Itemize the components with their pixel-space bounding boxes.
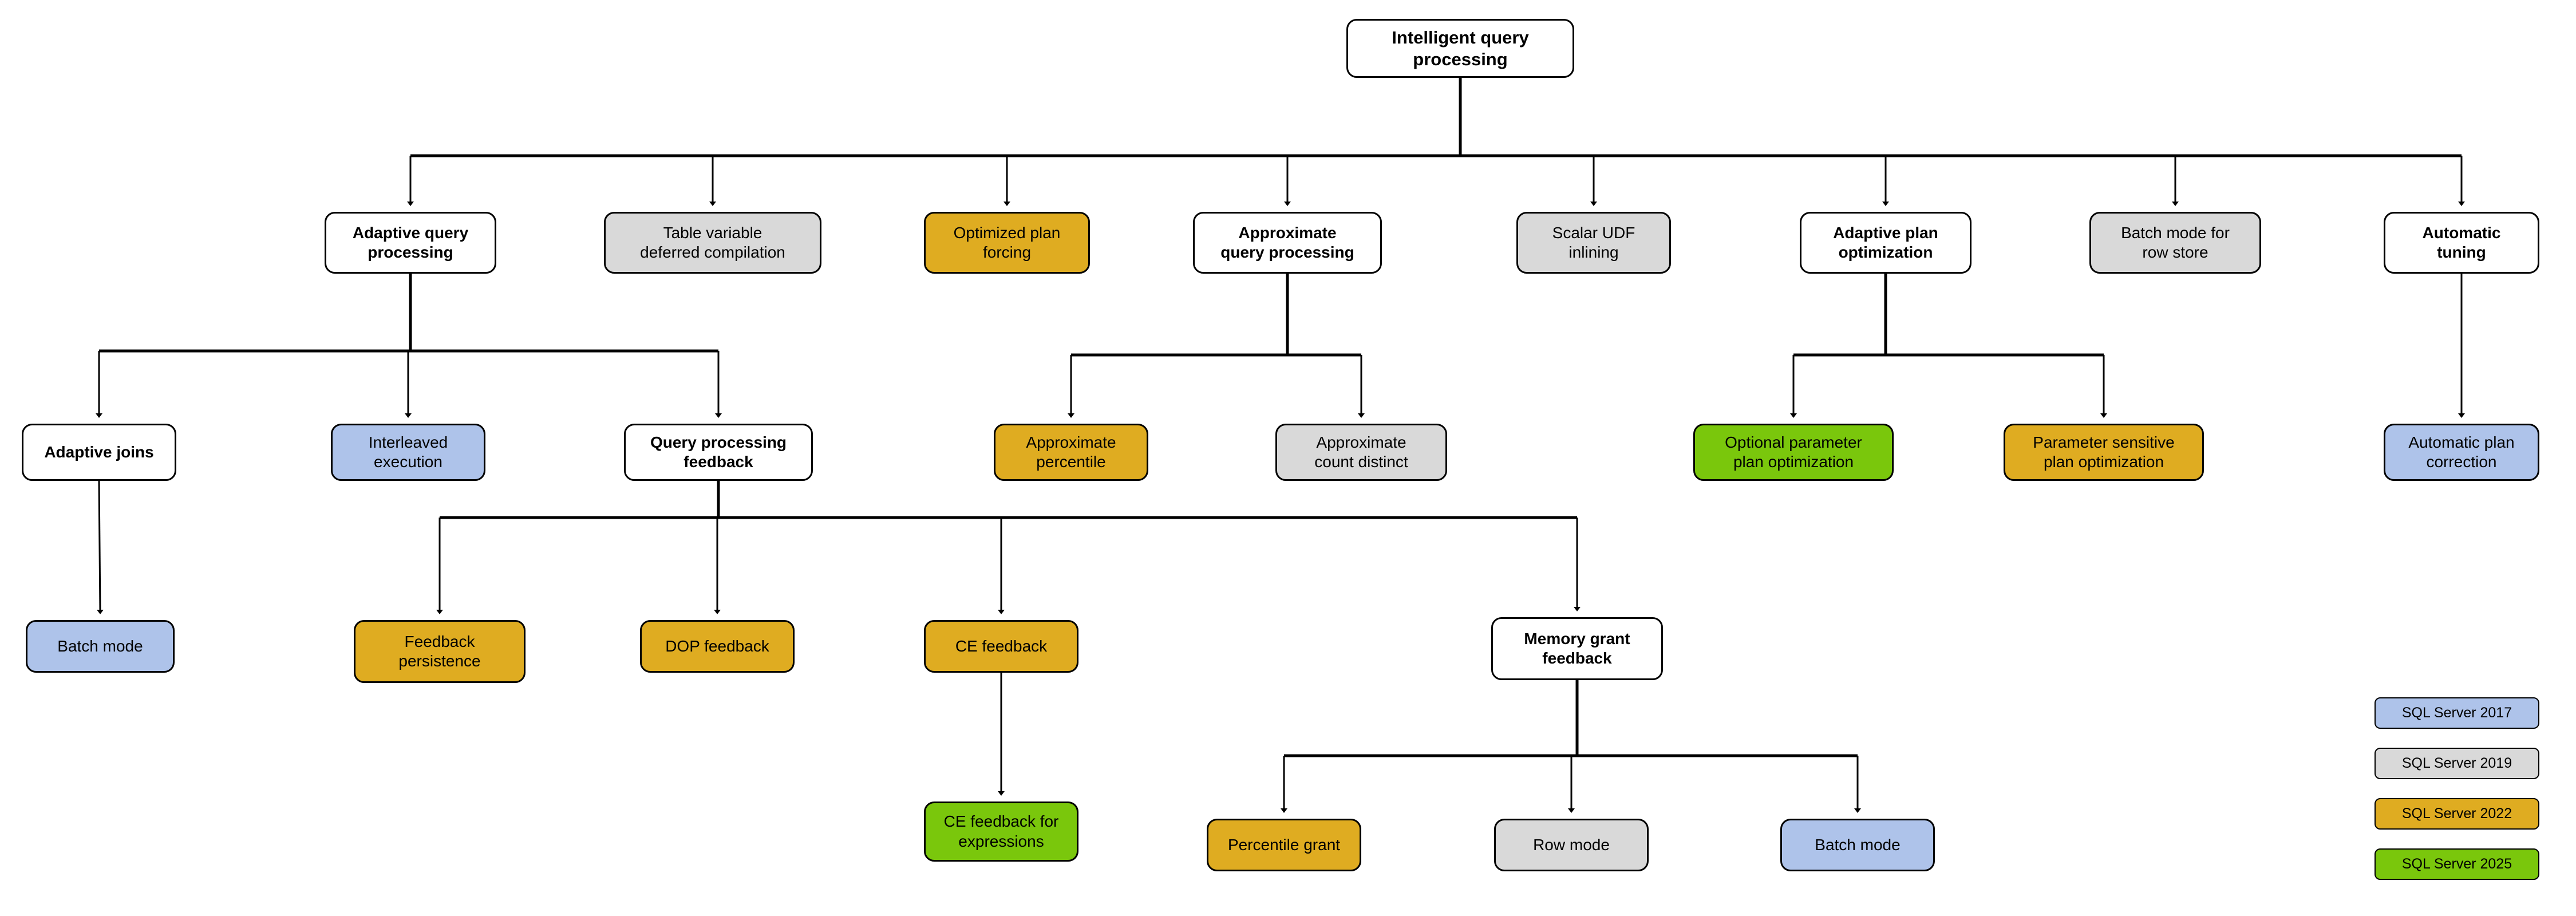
- legend-item-orange: SQL Server 2022: [2374, 798, 2539, 830]
- legend-item-green: SQL Server 2025: [2374, 848, 2539, 880]
- node-approximate-count-distinct[interactable]: Approximate count distinct: [1275, 424, 1447, 481]
- node-row-mode[interactable]: Row mode: [1494, 819, 1649, 871]
- node-dop-feedback[interactable]: DOP feedback: [640, 620, 795, 673]
- node-feedback-persistence[interactable]: Feedback persistence: [354, 620, 526, 683]
- node-label: Adaptive plan optimization: [1833, 223, 1938, 261]
- legend-item-gray: SQL Server 2019: [2374, 748, 2539, 779]
- node-label: Scalar UDF inlining: [1552, 223, 1635, 261]
- node-approximate-percentile[interactable]: Approximate percentile: [994, 424, 1148, 481]
- node-label: CE feedback: [955, 637, 1048, 655]
- node-label: Approximate percentile: [1026, 433, 1116, 471]
- node-root[interactable]: Intelligent query processing: [1346, 19, 1574, 78]
- legend-item-label: SQL Server 2022: [2401, 806, 2512, 822]
- node-batch-mode-bottom[interactable]: Batch mode: [1780, 819, 1935, 871]
- node-label: Memory grant feedback: [1524, 629, 1630, 667]
- edge-adaptive-joins-to-batch-mode-left: [96, 480, 104, 614]
- node-label: Interleaved execution: [368, 433, 448, 471]
- node-table-variable-deferred-compilation[interactable]: Table variable deferred compilation: [604, 212, 821, 274]
- legend-item-label: SQL Server 2019: [2401, 755, 2512, 771]
- node-adaptive-joins[interactable]: Adaptive joins: [22, 424, 176, 481]
- node-label: Batch mode for row store: [2121, 223, 2230, 261]
- legend-item-label: SQL Server 2017: [2401, 705, 2512, 721]
- node-label: Batch mode: [1815, 835, 1901, 854]
- node-label: Intelligent query processing: [1392, 27, 1529, 69]
- node-label: DOP feedback: [665, 637, 769, 655]
- node-adaptive-query-processing[interactable]: Adaptive query processing: [325, 212, 496, 274]
- node-label: Automatic plan correction: [2408, 433, 2515, 471]
- legend-item-label: SQL Server 2025: [2401, 856, 2512, 872]
- node-label: Batch mode: [57, 637, 143, 655]
- node-batch-mode-left[interactable]: Batch mode: [26, 620, 175, 673]
- node-label: CE feedback for expressions: [943, 812, 1059, 850]
- node-label: Approximate query processing: [1220, 223, 1354, 261]
- node-label: Parameter sensitive plan optimization: [2033, 433, 2175, 471]
- node-scalar-udf-inlining[interactable]: Scalar UDF inlining: [1516, 212, 1671, 274]
- node-label: Optional parameter plan optimization: [1725, 433, 1862, 471]
- node-label: Query processing feedback: [650, 433, 787, 471]
- node-label: Adaptive joins: [44, 443, 154, 461]
- node-automatic-tuning[interactable]: Automatic tuning: [2384, 212, 2539, 274]
- node-parameter-sensitive-plan-optimization[interactable]: Parameter sensitive plan optimization: [2004, 424, 2204, 481]
- node-label: Adaptive query processing: [352, 223, 469, 261]
- node-batch-mode-for-row-store[interactable]: Batch mode for row store: [2089, 212, 2261, 274]
- node-label: Automatic tuning: [2422, 223, 2501, 261]
- node-label: Approximate count distinct: [1314, 433, 1408, 471]
- node-label: Table variable deferred compilation: [640, 223, 785, 261]
- node-interleaved-execution[interactable]: Interleaved execution: [331, 424, 485, 481]
- node-ce-feedback-for-expressions[interactable]: CE feedback for expressions: [924, 802, 1078, 862]
- node-optimized-plan-forcing[interactable]: Optimized plan forcing: [924, 212, 1090, 274]
- node-label: Percentile grant: [1227, 835, 1341, 854]
- node-label: Optimized plan forcing: [953, 223, 1061, 261]
- node-optional-parameter-plan-optimization[interactable]: Optional parameter plan optimization: [1693, 424, 1894, 481]
- node-memory-grant-feedback[interactable]: Memory grant feedback: [1491, 617, 1663, 680]
- legend-item-blue: SQL Server 2017: [2374, 697, 2539, 729]
- node-label: Row mode: [1533, 835, 1610, 854]
- node-label: Feedback persistence: [398, 632, 481, 670]
- node-approximate-query-processing[interactable]: Approximate query processing: [1193, 212, 1382, 274]
- node-automatic-plan-correction[interactable]: Automatic plan correction: [2384, 424, 2539, 481]
- node-ce-feedback[interactable]: CE feedback: [924, 620, 1078, 673]
- node-percentile-grant[interactable]: Percentile grant: [1207, 819, 1361, 871]
- node-query-processing-feedback[interactable]: Query processing feedback: [624, 424, 813, 481]
- node-adaptive-plan-optimization[interactable]: Adaptive plan optimization: [1800, 212, 1971, 274]
